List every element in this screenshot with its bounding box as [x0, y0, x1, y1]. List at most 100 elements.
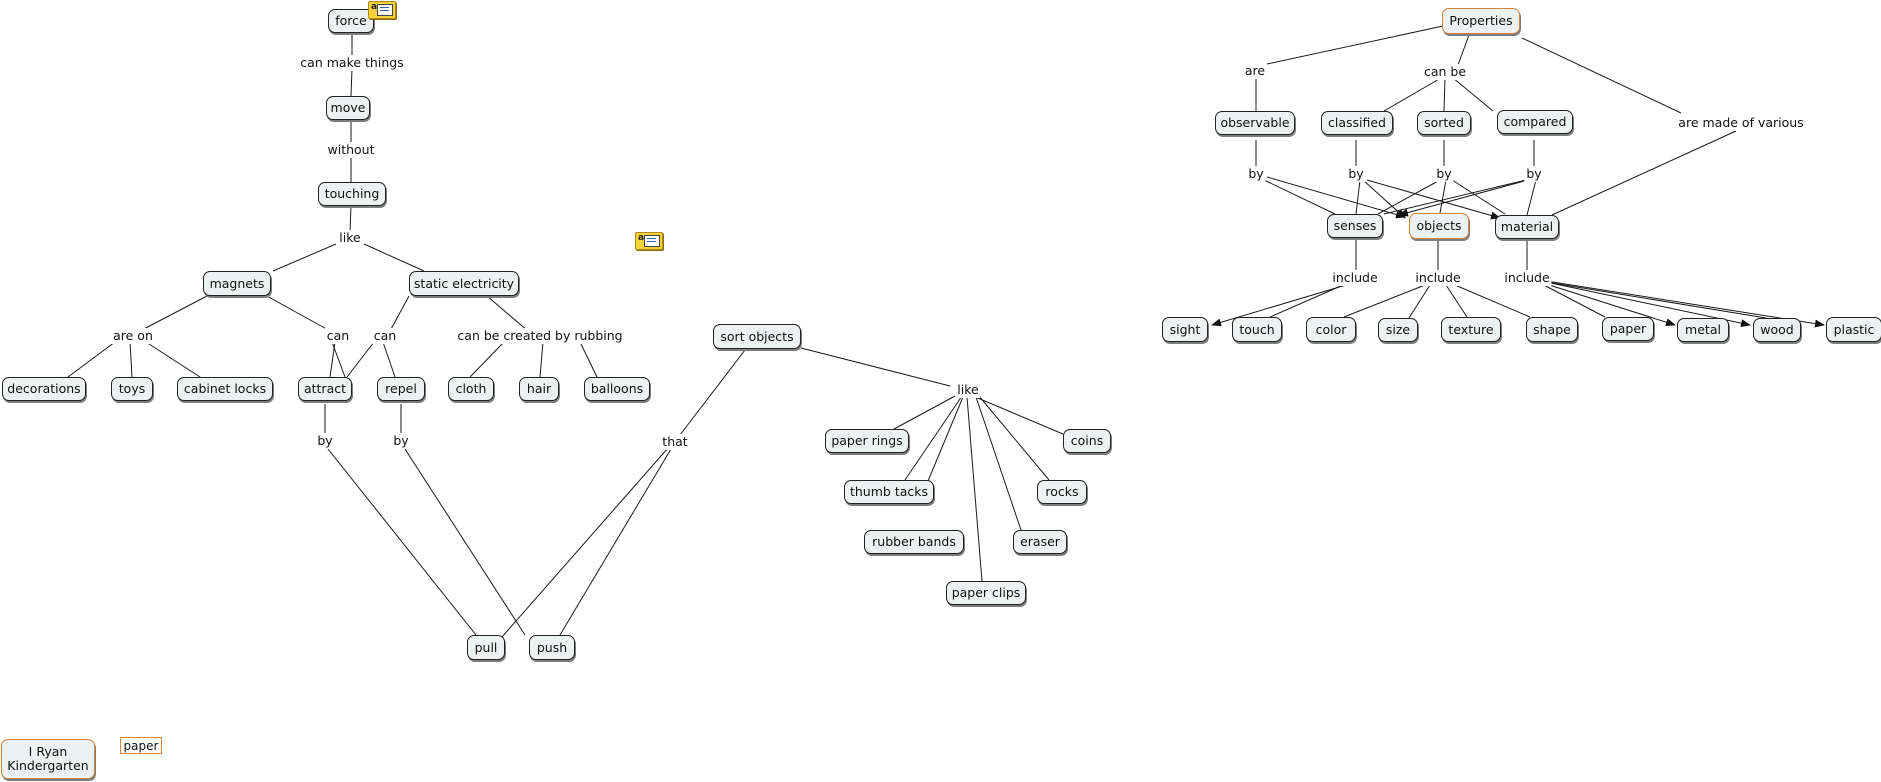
connector-line	[1383, 77, 1442, 112]
connector-line	[679, 349, 746, 436]
concept-sort-objects[interactable]: sort objects	[713, 324, 801, 349]
concept-texture[interactable]: texture	[1441, 317, 1501, 342]
connector-line	[1545, 281, 1751, 328]
concept-thumb-tacks[interactable]: thumb tacks	[844, 480, 934, 504]
connector-line	[1545, 281, 1767, 319]
concept-force[interactable]: force	[328, 9, 374, 33]
connector-line	[1377, 179, 1441, 215]
concept-rubber-bands[interactable]: rubber bands	[864, 530, 964, 554]
connector-line	[1366, 179, 1501, 220]
link-phrase-by-3[interactable]: by	[1246, 166, 1266, 182]
connector-line	[1398, 179, 1529, 217]
concept-touching[interactable]: touching	[318, 182, 386, 206]
concept-sorted[interactable]: sorted	[1417, 111, 1471, 135]
connector-line	[129, 341, 133, 378]
link-phrase-by-2[interactable]: by	[391, 433, 411, 449]
concept-magnets[interactable]: magnets	[203, 271, 271, 296]
connector-line	[1383, 179, 1527, 215]
concept-senses[interactable]: senses	[1327, 214, 1383, 238]
connector-line	[904, 395, 963, 481]
note-icon[interactable]: a	[635, 232, 663, 250]
concept-paper-clips[interactable]: paper clips	[946, 581, 1026, 605]
concept-color[interactable]: color	[1306, 317, 1356, 342]
concept-objects[interactable]: objects	[1409, 213, 1469, 239]
connector-line	[327, 448, 477, 636]
note-letter: a	[371, 2, 378, 12]
concept-shape[interactable]: shape	[1526, 317, 1578, 342]
link-phrase-by-6[interactable]: by	[1524, 166, 1544, 182]
concept-hair[interactable]: hair	[519, 377, 559, 401]
concept-touch[interactable]: touch	[1232, 317, 1282, 342]
connector-line	[1445, 284, 1468, 318]
concept-metal[interactable]: metal	[1677, 318, 1729, 342]
link-phrase-can-be[interactable]: can be	[1421, 64, 1469, 80]
connector-line	[272, 243, 337, 272]
concept-move[interactable]: move	[326, 96, 370, 120]
link-phrase-can-be-created[interactable]: can be created by rubbing	[455, 328, 625, 344]
connector-line	[1263, 179, 1336, 215]
concept-observable[interactable]: observable	[1215, 111, 1295, 135]
connector-line	[1454, 284, 1531, 318]
connector-line	[349, 205, 352, 233]
concept-decorations[interactable]: decorations	[2, 377, 86, 401]
concept-classified[interactable]: classified	[1321, 111, 1393, 135]
concept-toys[interactable]: toys	[111, 377, 153, 401]
connector-line	[539, 341, 544, 378]
concept-material[interactable]: material	[1495, 215, 1559, 239]
link-phrase-are-made-of[interactable]: are made of various	[1676, 115, 1806, 131]
link-phrase-like-2[interactable]: like	[955, 382, 981, 398]
concept-pull[interactable]: pull	[467, 635, 505, 660]
link-phrase-include-3[interactable]: include	[1502, 270, 1552, 286]
concept-repel[interactable]: repel	[377, 377, 425, 401]
connector-line	[1408, 284, 1431, 319]
concept-paper-tag[interactable]: paper	[120, 737, 162, 754]
concept-cabinet-locks[interactable]: cabinet locks	[177, 377, 273, 401]
concept-paper-rings[interactable]: paper rings	[825, 429, 909, 453]
link-phrase-are[interactable]: are	[1242, 63, 1268, 79]
concept-compared[interactable]: compared	[1497, 110, 1573, 134]
connector-line	[1443, 77, 1446, 112]
note-letter: a	[638, 233, 645, 243]
connector-line	[469, 341, 505, 378]
connector-line	[331, 341, 346, 378]
connector-line	[486, 295, 529, 332]
concept-static-electricity[interactable]: static electricity	[409, 271, 519, 296]
concept-coins[interactable]: coins	[1063, 429, 1111, 453]
link-phrase-include-1[interactable]: include	[1330, 270, 1380, 286]
connector-line	[1451, 179, 1506, 215]
concept-sight[interactable]: sight	[1162, 317, 1208, 342]
link-phrase-can-1[interactable]: can	[324, 328, 352, 344]
link-phrase-by-4[interactable]: by	[1346, 166, 1366, 182]
concept-wood[interactable]: wood	[1753, 318, 1801, 342]
connector-line	[893, 395, 956, 430]
connector-line	[350, 68, 353, 97]
link-phrase-can-2[interactable]: can	[371, 328, 399, 344]
link-phrase-include-2[interactable]: include	[1413, 270, 1463, 286]
concept-rocks[interactable]: rocks	[1037, 480, 1087, 504]
concept-properties[interactable]: Properties	[1442, 8, 1520, 34]
concept-eraser[interactable]: eraser	[1013, 530, 1067, 554]
connector-line	[1355, 179, 1361, 215]
link-phrase-without[interactable]: without	[325, 142, 377, 158]
connector-line	[800, 347, 951, 387]
concept-cloth[interactable]: cloth	[448, 377, 494, 401]
link-phrase-like-1[interactable]: like	[337, 230, 363, 246]
link-phrase-by-1[interactable]: by	[315, 433, 335, 449]
concept-plastic[interactable]: plastic	[1826, 317, 1881, 342]
concept-size[interactable]: size	[1378, 318, 1418, 342]
link-phrase-by-5[interactable]: by	[1434, 166, 1454, 182]
connector-line	[266, 295, 331, 332]
link-phrase-are-on[interactable]: are on	[111, 328, 155, 344]
connector-line	[1343, 284, 1426, 318]
concept-push[interactable]: push	[529, 635, 575, 660]
link-phrase-that[interactable]: that	[660, 434, 690, 450]
link-phrase-can-make-things[interactable]: can make things	[298, 55, 406, 71]
note-icon[interactable]: a	[368, 1, 396, 19]
concept-ryan[interactable]: I Ryan Kindergarten	[1, 739, 95, 779]
concept-balloons[interactable]: balloons	[584, 377, 650, 401]
connector-line	[363, 243, 425, 272]
connector-line	[389, 295, 410, 332]
concept-attract[interactable]: attract	[298, 377, 352, 401]
concept-paper[interactable]: paper	[1602, 317, 1654, 341]
